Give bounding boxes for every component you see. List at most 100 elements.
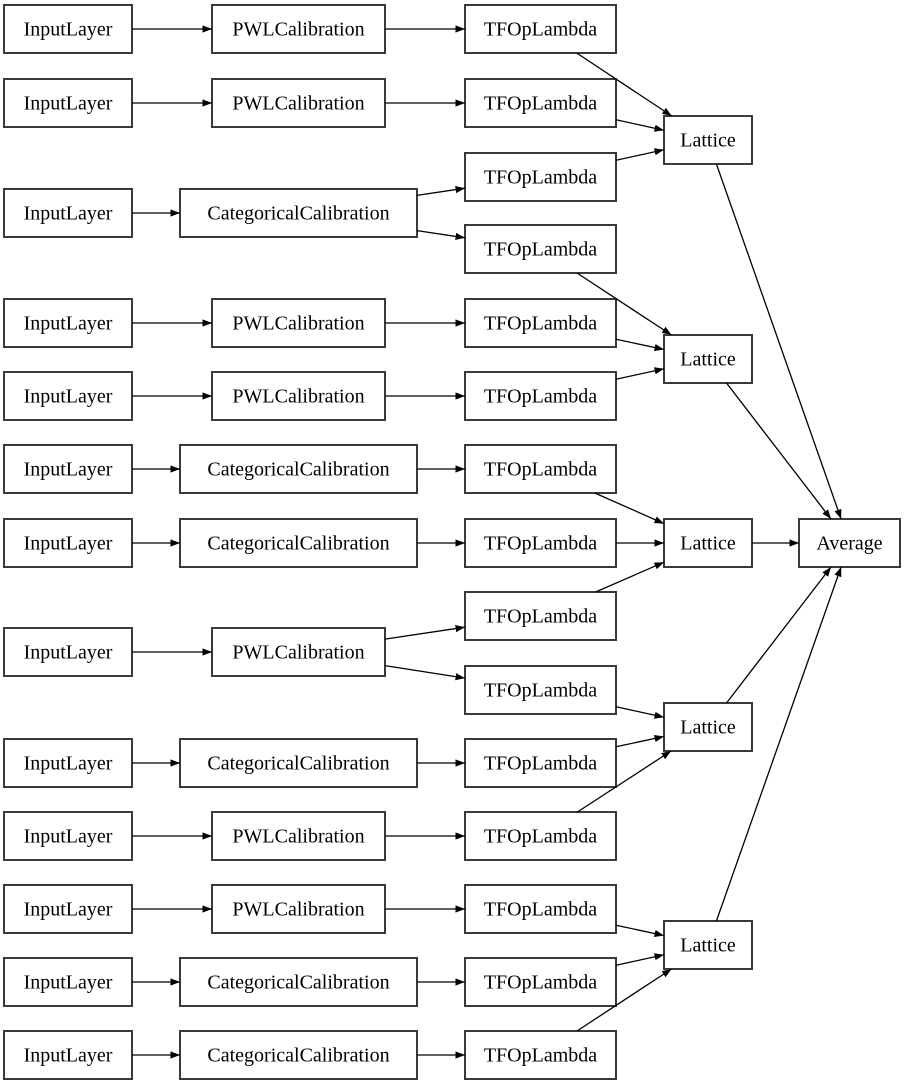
node-cal1: PWLCalibration xyxy=(211,4,386,54)
node-cal9-label: CategoricalCalibration xyxy=(207,753,389,775)
node-il5: InputLayer xyxy=(3,371,133,421)
node-tf4-label: TFOpLambda xyxy=(484,239,597,261)
edge-tf2-lat1 xyxy=(615,119,665,132)
node-il7-box xyxy=(3,518,133,568)
node-cal13: CategoricalCalibration xyxy=(179,1030,418,1080)
node-lat2: Lattice xyxy=(663,334,753,384)
node-tf2-box xyxy=(464,78,617,128)
node-il1-box xyxy=(3,4,133,54)
edge-cal8-tf10 xyxy=(384,664,466,681)
node-tf15-label: TFOpLambda xyxy=(484,1045,597,1067)
edge-tf14-lat5 xyxy=(615,953,665,966)
node-tf6-label: TFOpLambda xyxy=(484,386,597,408)
node-il10-box xyxy=(3,811,133,861)
node-avg: Average xyxy=(798,518,901,568)
node-lat2-box xyxy=(663,334,753,384)
node-tf5: TFOpLambda xyxy=(464,298,617,348)
node-cal9-box xyxy=(179,738,418,788)
node-il8-box xyxy=(3,627,133,677)
node-cal10: PWLCalibration xyxy=(211,811,386,861)
node-tf1: TFOpLambda xyxy=(464,4,617,54)
node-il5-label: InputLayer xyxy=(24,386,113,408)
node-cal8: PWLCalibration xyxy=(211,627,386,677)
node-tf11-box xyxy=(464,738,617,788)
node-il1: InputLayer xyxy=(3,4,133,54)
node-il2-label: InputLayer xyxy=(24,93,113,115)
node-il8: InputLayer xyxy=(3,627,133,677)
node-lat5-box xyxy=(663,920,753,970)
node-il11: InputLayer xyxy=(3,884,133,934)
node-il9: InputLayer xyxy=(3,738,133,788)
node-tf15: TFOpLambda xyxy=(464,1030,617,1080)
node-lat2-label: Lattice xyxy=(680,349,736,371)
node-tf3: TFOpLambda xyxy=(464,152,617,202)
node-cal9: CategoricalCalibration xyxy=(179,738,418,788)
node-tf6-box xyxy=(464,371,617,421)
node-il8-label: InputLayer xyxy=(24,642,113,664)
node-cal7-box xyxy=(179,518,418,568)
node-lat3-label: Lattice xyxy=(680,533,736,555)
node-il13: InputLayer xyxy=(3,1030,133,1080)
node-cal2-label: PWLCalibration xyxy=(232,93,364,115)
node-cal11-label: PWLCalibration xyxy=(232,899,364,921)
node-tf12-label: TFOpLambda xyxy=(484,826,597,848)
node-tf5-label: TFOpLambda xyxy=(484,313,597,335)
node-il6: InputLayer xyxy=(3,444,133,494)
node-tf1-label: TFOpLambda xyxy=(484,19,597,41)
node-cal11: PWLCalibration xyxy=(211,884,386,934)
node-tf2-label: TFOpLambda xyxy=(484,93,597,115)
node-cal13-label: CategoricalCalibration xyxy=(207,1045,389,1067)
node-il12: InputLayer xyxy=(3,957,133,1007)
node-tf9-box xyxy=(464,591,617,641)
node-tf3-label: TFOpLambda xyxy=(484,167,597,189)
node-lat1-box xyxy=(663,115,753,165)
edge-tf3-lat1 xyxy=(615,148,665,161)
node-tf3-box xyxy=(464,152,617,202)
node-cal12-box xyxy=(179,957,418,1007)
node-lat4: Lattice xyxy=(663,702,753,752)
node-tf10: TFOpLambda xyxy=(464,665,617,715)
edge-tf7-lat3 xyxy=(594,492,665,525)
node-tf4-box xyxy=(464,224,617,274)
node-tf9: TFOpLambda xyxy=(464,591,617,641)
node-cal12: CategoricalCalibration xyxy=(179,957,418,1007)
node-il6-box xyxy=(3,444,133,494)
node-cal10-label: PWLCalibration xyxy=(232,826,364,848)
node-il7-label: InputLayer xyxy=(24,533,113,555)
node-il4-label: InputLayer xyxy=(24,313,113,335)
node-cal12-label: CategoricalCalibration xyxy=(207,972,389,994)
edge-tf13-lat5 xyxy=(615,924,665,938)
node-lat5-label: Lattice xyxy=(680,935,736,957)
node-tf8: TFOpLambda xyxy=(464,518,617,568)
node-lat5: Lattice xyxy=(663,920,753,970)
node-tf13-label: TFOpLambda xyxy=(484,899,597,921)
node-il13-label: InputLayer xyxy=(24,1045,113,1067)
edge-tf1-lat1 xyxy=(576,52,673,117)
node-cal7: CategoricalCalibration xyxy=(179,518,418,568)
node-il6-label: InputLayer xyxy=(24,459,113,481)
edge-cal3-tf4 xyxy=(416,229,466,240)
edge-tf12-lat4 xyxy=(577,750,672,813)
node-cal8-box xyxy=(211,627,386,677)
node-cal1-label: PWLCalibration xyxy=(232,19,364,41)
edge-cal8-tf9 xyxy=(384,625,466,640)
node-cal6-box xyxy=(179,444,418,494)
node-cal7-label: CategoricalCalibration xyxy=(207,533,389,555)
edge-layer xyxy=(132,25,842,1059)
node-lat4-box xyxy=(663,702,753,752)
node-tf11-label: TFOpLambda xyxy=(484,753,597,775)
edge-tf15-lat5 xyxy=(576,968,672,1032)
node-il3-box xyxy=(3,188,133,238)
node-cal6-label: CategoricalCalibration xyxy=(207,459,389,481)
node-tf2: TFOpLambda xyxy=(464,78,617,128)
node-il3: InputLayer xyxy=(3,188,133,238)
edge-tf11-lat4 xyxy=(615,734,665,748)
node-tf5-box xyxy=(464,298,617,348)
node-tf12: TFOpLambda xyxy=(464,811,617,861)
node-il3-label: InputLayer xyxy=(24,203,113,225)
node-il5-box xyxy=(3,371,133,421)
node-il2-box xyxy=(3,78,133,128)
node-lat1-label: Lattice xyxy=(680,130,736,152)
